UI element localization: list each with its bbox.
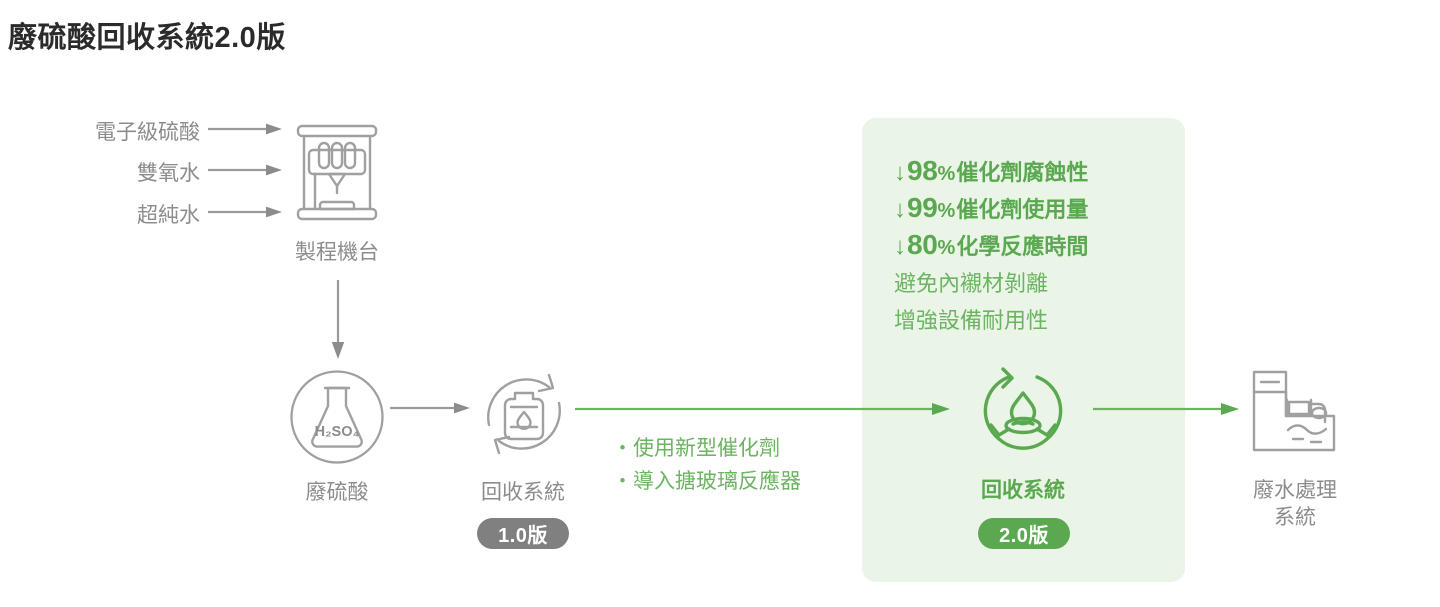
wastewater-plant-icon	[1252, 370, 1336, 452]
flask-formula-text: H₂SO₄	[315, 424, 360, 440]
stat-row-catalyst-usage: ↓ 99 % 催化劑使用量	[894, 192, 1194, 229]
highlight-stats: ↓ 98 % 催化劑腐蝕性 ↓ 99 % 催化劑使用量 ↓ 80 % 化學反應時…	[894, 155, 1194, 340]
arrow-right-icon	[390, 402, 470, 414]
stat-value: 98	[907, 155, 938, 186]
stat-text: 化學反應時間	[956, 234, 1089, 259]
stat-row-reaction-time: ↓ 80 % 化學反應時間	[894, 229, 1194, 266]
wastewater-plant-label-line1: 廢水處理	[1253, 479, 1337, 502]
wastewater-plant-label-line2: 系統	[1274, 505, 1316, 529]
arrow-right-icon	[208, 206, 282, 218]
arrow-down-icon	[331, 280, 345, 359]
stat-value: 99	[907, 192, 938, 223]
flask-h2so4-icon: H₂SO₄	[290, 370, 384, 464]
recycle-jug-icon	[487, 373, 561, 455]
recycle-droplet-icon	[983, 367, 1063, 450]
version-badge-1: 1.0版	[477, 518, 569, 549]
input-label-sulfuric-acid: 電子級硫酸	[95, 121, 200, 144]
arrow-down-icon: ↓	[894, 196, 906, 223]
arrow-right-icon	[208, 123, 282, 135]
page-title: 廢硫酸回收系統2.0版	[8, 22, 286, 54]
highlight-panel	[862, 118, 1185, 582]
arrow-right-icon	[1093, 403, 1239, 415]
machine-label: 製程機台	[295, 241, 379, 264]
process-machine-icon	[296, 124, 378, 221]
arrow-right-icon	[575, 403, 950, 415]
stat-text: 催化劑使用量	[956, 197, 1089, 222]
stat-unit: %	[937, 163, 956, 185]
highlight-note: 避免內襯材剝離	[894, 271, 1049, 296]
highlight-note: 增強設備耐用性	[894, 308, 1049, 333]
stat-row-catalyst-corrosion: ↓ 98 % 催化劑腐蝕性	[894, 155, 1194, 192]
stat-text: 催化劑腐蝕性	[956, 160, 1089, 185]
improvements-list: ・使用新型催化劑 ・導入搪玻璃反應器	[612, 433, 862, 498]
input-label-hydrogen-peroxide: 雙氧水	[137, 162, 200, 185]
input-label-ultrapure-water: 超純水	[137, 204, 200, 227]
recycle-v2-label: 回收系統	[981, 479, 1065, 502]
wastewater-plant-label: 廢水處理 系統	[1200, 478, 1390, 532]
stat-unit: %	[937, 237, 956, 259]
arrow-down-icon: ↓	[894, 233, 906, 260]
arrow-right-icon	[208, 164, 282, 176]
stat-unit: %	[937, 200, 956, 222]
improvement-item: ・使用新型催化劑	[612, 437, 780, 460]
waste-acid-label: 廢硫酸	[305, 481, 369, 504]
improvement-item: ・導入搪玻璃反應器	[612, 469, 801, 493]
stat-value: 80	[907, 229, 938, 260]
version-badge-2: 2.0版	[978, 518, 1070, 549]
recycle-v1-label: 回收系統	[481, 481, 565, 504]
arrow-down-icon: ↓	[894, 159, 906, 186]
